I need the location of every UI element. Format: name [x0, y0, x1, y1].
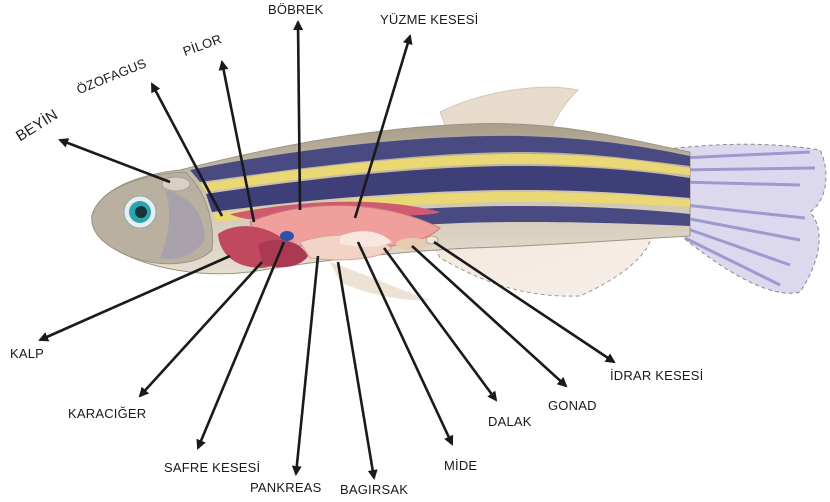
- arrow-mide: [358, 242, 452, 444]
- label-mide: MİDE: [444, 458, 477, 473]
- arrow-beyin: [60, 140, 170, 182]
- label-safre-kesesi: SAFRE KESESİ: [164, 460, 260, 475]
- brain-shape: [162, 177, 190, 191]
- label-bobrek: BÖBREK: [268, 2, 323, 17]
- arrow-karaciger: [140, 262, 262, 396]
- label-idrar-kesesi: İDRAR KESESİ: [610, 368, 703, 383]
- pelvic-fin: [330, 262, 430, 300]
- label-dalak: DALAK: [488, 414, 532, 429]
- arrow-bagirsak: [338, 262, 374, 478]
- label-bagirsak: BAGIRSAK: [340, 482, 408, 497]
- label-kalp: KALP: [10, 346, 44, 361]
- gall-bladder-shape: [280, 231, 294, 241]
- eye-pupil: [135, 206, 147, 218]
- label-pankreas: PANKREAS: [250, 480, 321, 495]
- label-gonad: GONAD: [548, 398, 597, 413]
- gonad-shape: [396, 238, 428, 250]
- label-karaciger: KARACIĞER: [68, 406, 146, 421]
- arrow-pankreas: [296, 256, 318, 474]
- label-yuzme-kesesi: YÜZME KESESİ: [380, 12, 478, 27]
